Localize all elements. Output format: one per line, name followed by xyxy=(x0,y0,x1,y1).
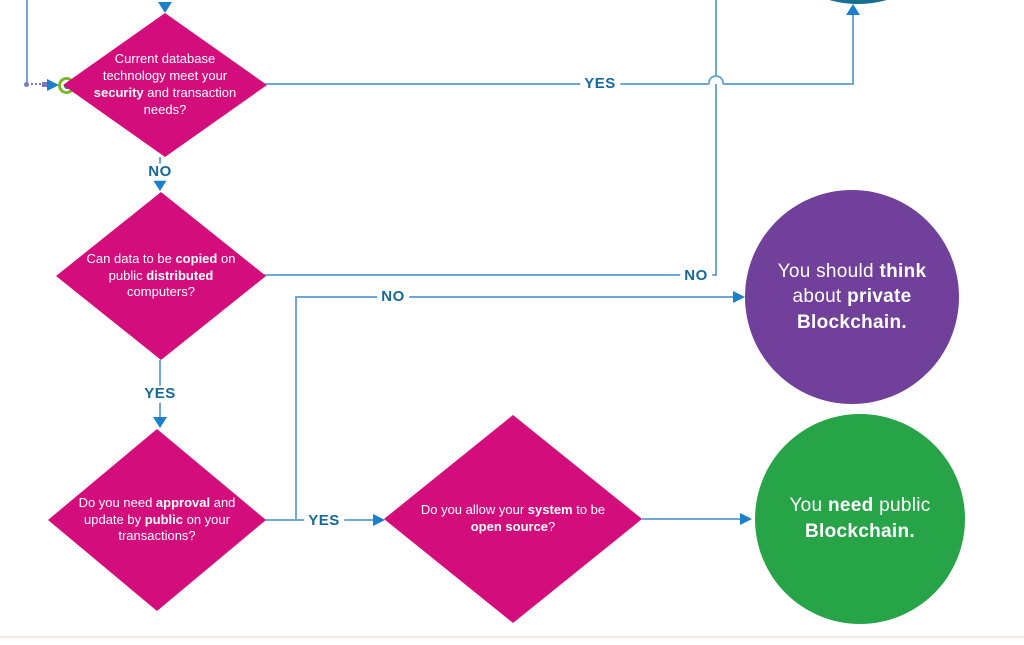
decision-security-text: Current database technology meet your se… xyxy=(93,51,237,117)
connector-opensource-no-vertical xyxy=(295,296,297,520)
decision-open-source-text: Do you allow your system to be open sour… xyxy=(420,502,606,534)
result-public-text: You need public Blockchain. xyxy=(789,495,931,542)
connector-opensource-no-horizontal xyxy=(296,296,734,298)
result-private-text: You should think about private Blockchai… xyxy=(777,260,927,333)
decision-copied-text: Can data to be copied on public distribu… xyxy=(86,250,236,300)
start-stub-vertical xyxy=(26,0,28,84)
arrowhead-into-approval-diamond xyxy=(153,417,167,428)
arrowhead-up-top-circle xyxy=(846,4,860,15)
start-dashed-line xyxy=(31,83,45,85)
decision-approval-public: Do you need approval and update by publi… xyxy=(48,429,266,611)
connector-line-hop xyxy=(708,75,724,84)
arrowhead-into-public-circle xyxy=(740,513,752,525)
connector-security-yes-vertical xyxy=(852,14,854,85)
label-copied-no: NO xyxy=(680,267,712,285)
connector-security-no-vertical xyxy=(715,0,717,276)
connector-opensource-yes-horizontal xyxy=(642,518,741,520)
arrowhead-into-private-circle xyxy=(733,291,745,303)
connector-security-yes-h1 xyxy=(265,83,709,85)
decision-open-source: Do you allow your system to be open sour… xyxy=(384,415,642,623)
connector-copied-no-horizontal xyxy=(264,274,717,276)
decision-security: Current database technology meet your se… xyxy=(63,13,267,157)
result-circle-cropped-top xyxy=(753,0,963,4)
result-public-blockchain: You need public Blockchain. xyxy=(755,414,965,624)
label-opensource-no: NO xyxy=(377,288,409,306)
decision-approval-text: Do you need approval and update by publi… xyxy=(78,494,236,544)
bottom-divider xyxy=(0,636,1024,638)
arrowhead-into-security-diamond xyxy=(158,2,172,13)
label-approval-yes: YES xyxy=(304,512,344,530)
connector-security-yes-h2 xyxy=(723,83,854,85)
label-security-no: NO xyxy=(144,163,176,181)
label-copied-yes: YES xyxy=(140,385,180,403)
start-square-dot xyxy=(42,82,47,87)
arrowhead-into-opensource-diamond xyxy=(373,514,385,526)
label-security-yes: YES xyxy=(580,75,620,93)
result-private-blockchain: You should think about private Blockchai… xyxy=(745,190,959,404)
start-dot xyxy=(24,82,29,87)
decision-copied-distributed: Can data to be copied on public distribu… xyxy=(56,192,266,360)
arrowhead-into-start-anchor xyxy=(47,79,59,91)
arrowhead-into-copied-diamond xyxy=(153,180,167,191)
